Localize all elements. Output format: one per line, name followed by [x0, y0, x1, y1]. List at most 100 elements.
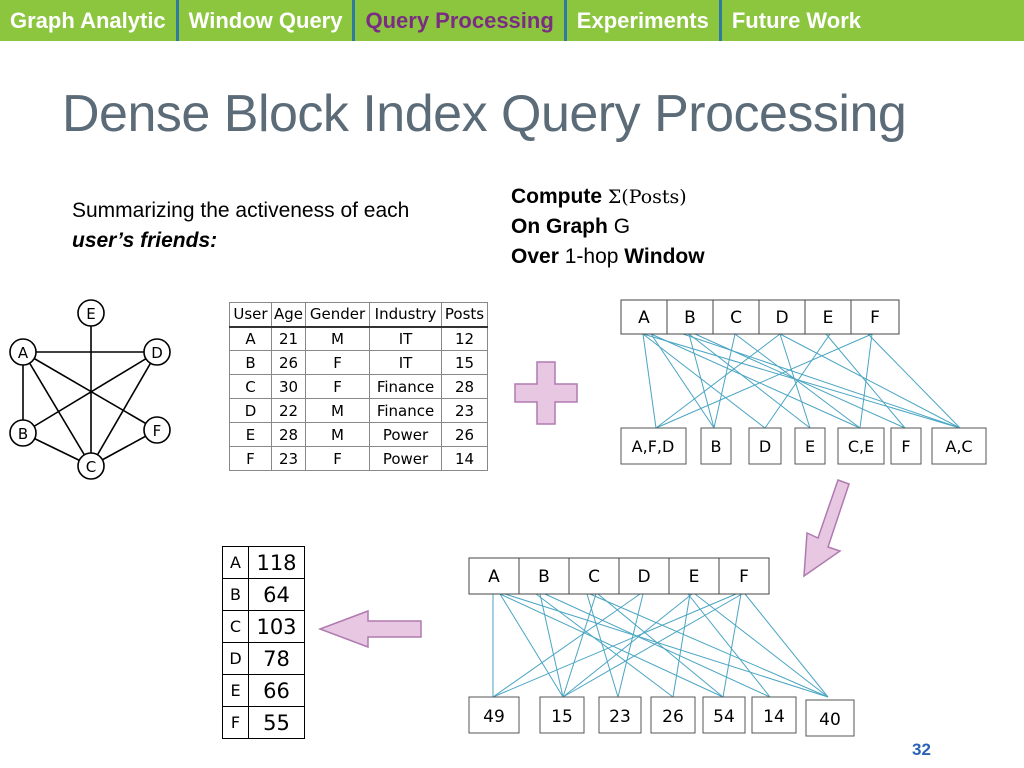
graph-node-label: C	[86, 458, 96, 476]
arrow-left-icon	[317, 609, 422, 649]
vertex-label: D	[775, 308, 788, 328]
table-cell: F	[305, 446, 371, 471]
block-label: E	[805, 437, 815, 456]
graph-node-label: B	[18, 425, 28, 443]
tab-future-work[interactable]: Future Work	[731, 8, 862, 33]
col-age: Age	[270, 302, 307, 328]
table-cell: 28	[441, 374, 489, 399]
vertex-label: E	[689, 567, 700, 587]
top-index-edges	[642, 333, 961, 429]
description-text: Summarizing the activeness of each user’…	[72, 196, 409, 256]
graph-edge	[22, 351, 92, 467]
on-graph-keyword: On Graph	[511, 215, 608, 238]
block-label: F	[901, 437, 910, 456]
table-cell: Finance	[369, 374, 443, 399]
table-cell: 26	[441, 422, 489, 447]
graph-node	[9, 338, 37, 366]
block-value: 26	[662, 707, 684, 727]
table-cell: 26	[270, 350, 307, 375]
tab-experiments[interactable]: Experiments	[567, 0, 722, 41]
graph-node	[9, 419, 37, 447]
compute-expression: Σ(Posts)	[607, 186, 687, 208]
block-value: 49	[483, 707, 505, 727]
vertex-label: D	[637, 567, 650, 587]
table-cell: 15	[441, 350, 489, 375]
table-cell: 14	[441, 446, 489, 471]
col-gender: Gender	[305, 302, 371, 328]
graph-node	[77, 299, 105, 327]
vertex-label: B	[684, 308, 696, 328]
block-value: 23	[609, 707, 631, 727]
block-value: 40	[819, 710, 841, 730]
table-cell: M	[305, 326, 371, 351]
window-keyword: Window	[624, 245, 705, 268]
table-cell: Power	[369, 446, 443, 471]
result-value: 78	[248, 642, 305, 675]
graph-node	[143, 338, 171, 366]
col-posts: Posts	[441, 302, 489, 328]
graph-node	[77, 452, 105, 480]
bottom-index-blocks: 49 15 23 26 54 14 40	[468, 696, 855, 737]
bottom-index-edges	[492, 593, 829, 698]
result-value: 64	[248, 578, 305, 611]
vertex-label: F	[739, 567, 749, 587]
table-cell: B	[229, 350, 272, 375]
table-cell: F	[229, 446, 272, 471]
table-cell: IT	[369, 326, 443, 351]
hop-text: 1-hop	[564, 245, 619, 268]
graph-edge	[90, 351, 158, 467]
block-value: 54	[713, 707, 735, 727]
result-value: 66	[248, 674, 305, 707]
graph-node	[143, 416, 171, 444]
graph-name: G	[613, 215, 631, 238]
table-cell: 28	[270, 422, 307, 447]
query-line-compute: Compute Σ(Posts)	[511, 182, 705, 212]
arrow-down-left-icon	[803, 479, 850, 578]
result-value: 103	[248, 610, 305, 643]
slide-title: Dense Block Index Query Processing	[62, 85, 907, 143]
tab-graph-analytic[interactable]: Graph Analytic	[0, 0, 179, 41]
graph-node-label: A	[18, 344, 29, 362]
tab-window-query[interactable]: Window Query	[179, 0, 356, 41]
plus-icon	[514, 361, 578, 425]
graph-nodes: E A D B F C	[9, 299, 171, 480]
table-cell: 12	[441, 326, 489, 351]
top-index-blocks: A,F,D B D E C,E F A,C	[620, 427, 987, 465]
result-key: E	[222, 674, 249, 707]
tab-query-processing[interactable]: Query Processing	[355, 0, 567, 41]
table-cell: 22	[270, 398, 307, 423]
description-line-1: Summarizing the activeness of each	[72, 199, 410, 222]
query-block: Compute Σ(Posts) On Graph G Over 1-hop W…	[511, 182, 705, 272]
block-label: A,C	[945, 437, 972, 456]
table-header-row: User Age Gender Industry Posts	[229, 302, 489, 328]
page-number: 32	[912, 740, 931, 759]
table-cell: C	[229, 374, 272, 399]
block-label: D	[759, 437, 771, 456]
block-label: B	[711, 437, 722, 456]
description-line-2: user’s friends:	[72, 229, 218, 252]
graph-edge	[22, 351, 158, 431]
query-line-graph: On Graph G	[511, 212, 705, 242]
over-keyword: Over	[511, 245, 559, 268]
vertex-label: C	[730, 308, 742, 328]
section-nav: Graph Analytic Window Query Query Proces…	[0, 0, 1024, 41]
vertex-label: A	[638, 308, 650, 328]
block-value: 15	[551, 707, 573, 727]
vertex-label: B	[538, 567, 550, 587]
top-index-vertices: A B C D E F	[620, 299, 900, 335]
vertex-label: E	[823, 308, 834, 328]
block-label: A,F,D	[632, 437, 675, 456]
table-cell: 21	[270, 326, 307, 351]
query-line-window: Over 1-hop Window	[511, 242, 705, 272]
vertex-label: C	[588, 567, 600, 587]
